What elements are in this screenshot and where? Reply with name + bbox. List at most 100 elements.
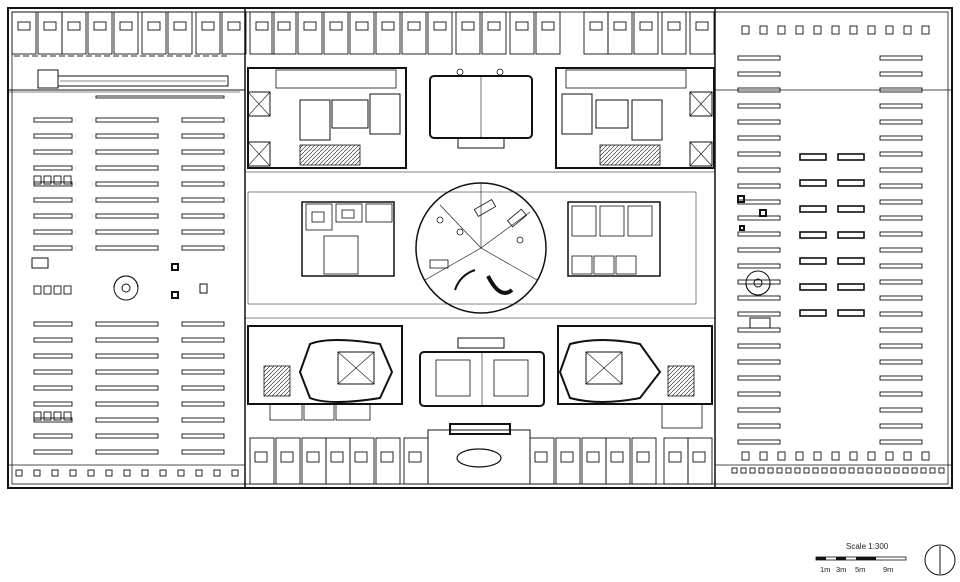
desk	[879, 167, 923, 173]
chair	[831, 451, 840, 461]
desk	[181, 353, 225, 359]
desk	[879, 103, 923, 109]
desk-pair	[837, 283, 865, 291]
desk	[33, 353, 73, 359]
workstation	[461, 21, 475, 31]
desk	[181, 197, 225, 203]
desk	[737, 359, 781, 365]
desk	[737, 167, 781, 173]
desk	[33, 321, 73, 327]
office-cubicle	[325, 437, 351, 485]
chair	[741, 25, 750, 35]
desk	[95, 133, 159, 139]
left-spiral-stair	[31, 257, 208, 301]
desk	[737, 103, 781, 109]
office-cubicle	[427, 11, 453, 55]
desk	[95, 385, 159, 391]
desk	[181, 133, 225, 139]
desk	[879, 183, 923, 189]
workstation	[381, 21, 395, 31]
chair	[51, 469, 59, 477]
desk	[33, 213, 73, 219]
workstation	[667, 21, 681, 31]
chair	[767, 467, 774, 474]
desk	[181, 181, 225, 187]
desk	[95, 117, 159, 123]
desk-pair	[799, 257, 827, 265]
chair	[53, 411, 62, 421]
chair	[803, 467, 810, 474]
chair	[902, 467, 909, 474]
workstation	[43, 21, 57, 31]
desk	[181, 369, 225, 375]
desk-pair	[837, 257, 865, 265]
desk	[879, 327, 923, 333]
desk	[737, 71, 781, 77]
office-cubicle	[605, 437, 631, 485]
desk	[879, 279, 923, 285]
desk	[95, 433, 159, 439]
chair	[839, 467, 846, 474]
desk	[95, 449, 159, 455]
chair	[53, 175, 62, 185]
chair	[159, 469, 167, 477]
desk	[95, 181, 159, 187]
office-cubicle	[11, 11, 37, 55]
desk	[879, 87, 923, 93]
office-cubicle	[297, 11, 323, 55]
lower-meeting-room	[419, 337, 545, 435]
chair	[87, 469, 95, 477]
desk	[879, 55, 923, 61]
office-cubicle	[271, 11, 297, 55]
workstation	[17, 21, 31, 31]
atrium-pod-right	[567, 201, 661, 277]
workstation	[330, 451, 344, 463]
bottom-offices	[15, 437, 713, 485]
desk	[181, 433, 225, 439]
chair	[813, 25, 822, 35]
workstation	[534, 451, 548, 463]
scale-tick-label: 5m	[855, 565, 865, 574]
desk	[737, 407, 781, 413]
office-cubicle	[375, 11, 401, 55]
workstation	[93, 21, 107, 31]
chair	[777, 451, 786, 461]
chair	[43, 285, 52, 295]
desk	[879, 151, 923, 157]
desk	[181, 213, 225, 219]
boardroom	[427, 429, 531, 485]
desk	[181, 321, 225, 327]
desk	[181, 165, 225, 171]
office-cubicle	[661, 11, 687, 55]
chair	[741, 451, 750, 461]
chair	[63, 411, 72, 421]
office-cubicle	[403, 437, 429, 485]
office-cubicle	[375, 437, 401, 485]
circular-lounge	[415, 182, 547, 314]
desk	[33, 401, 73, 407]
chair	[795, 25, 804, 35]
scale-tick-label: 9m	[883, 565, 893, 574]
chair	[33, 411, 42, 421]
desk-pair	[837, 205, 865, 213]
desk	[879, 119, 923, 125]
chair	[63, 285, 72, 295]
workstation	[636, 451, 650, 463]
desk	[737, 439, 781, 445]
desk	[33, 149, 73, 155]
workstation	[515, 21, 529, 31]
desk-pair	[799, 309, 827, 317]
desk	[737, 55, 781, 61]
chair	[69, 469, 77, 477]
reception-counter	[37, 69, 229, 89]
workstation	[560, 451, 574, 463]
office-cubicle	[583, 11, 609, 55]
desk	[879, 423, 923, 429]
workstation	[408, 451, 422, 463]
chair	[43, 175, 52, 185]
desk	[95, 165, 159, 171]
desk	[737, 423, 781, 429]
chair	[866, 467, 873, 474]
desk	[737, 343, 781, 349]
